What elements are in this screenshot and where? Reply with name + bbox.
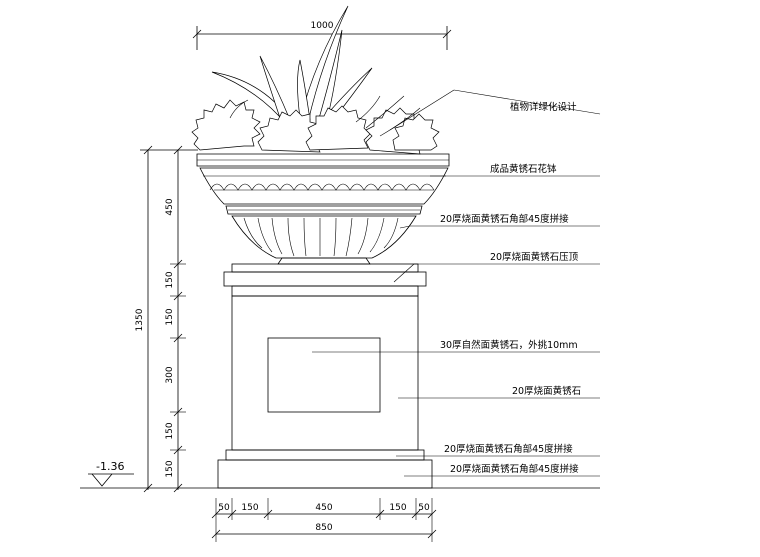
- elevation-label: -1.36: [96, 460, 124, 473]
- annotation-coping: 20厚烧面黄锈石压顶: [490, 251, 579, 263]
- dim-total-height: 1350: [135, 308, 145, 331]
- dim-seg-2: 150: [165, 271, 175, 288]
- annotation-bowl-corner: 20厚烧面黄锈石角部45度拼接: [440, 213, 569, 225]
- dim-seg-3: 150: [165, 308, 175, 325]
- dim-bottom-1: 50: [218, 503, 230, 513]
- annotation-bowl: 成品黄锈石花钵: [490, 163, 557, 175]
- pedestal: [217, 263, 433, 489]
- dim-seg-1: 450: [165, 198, 175, 215]
- dim-bottom-total: 850: [315, 523, 332, 533]
- annotation-plant: 植物详绿化设计: [510, 101, 577, 113]
- annotation-base-1: 20厚烧面黄锈石角部45度拼接: [444, 443, 573, 455]
- dim-seg-6: 150: [165, 460, 175, 477]
- dim-seg-5: 150: [165, 422, 175, 439]
- dim-bottom-2: 150: [241, 503, 258, 513]
- top-dimension: 1000: [192, 21, 452, 50]
- dim-bottom-5: 50: [418, 503, 430, 513]
- annotation-base-2: 20厚烧面黄锈石角部45度拼接: [450, 463, 579, 475]
- annotation-panel: 30厚自然面黄锈石，外挑10mm: [440, 339, 578, 351]
- dim-bottom-4: 150: [389, 503, 406, 513]
- dim-bottom-3: 450: [315, 503, 332, 513]
- left-dimensions: 450 150 150 300 150 150 1350: [135, 145, 198, 493]
- dim-seg-4: 300: [165, 366, 175, 383]
- plant-foliage: [191, 5, 440, 155]
- top-width-label: 1000: [311, 21, 334, 31]
- annotation-leaders: [312, 89, 601, 477]
- annotation-body: 20厚烧面黄锈石: [512, 385, 581, 397]
- annotations: 植物详绿化设计 成品黄锈石花钵 20厚烧面黄锈石角部45度拼接 20厚烧面黄锈石…: [440, 101, 581, 475]
- elevation-marker: -1.36: [88, 460, 134, 487]
- planter-bowl: [196, 153, 450, 265]
- bottom-dimensions: 50 150 450 150 50 850: [211, 498, 437, 542]
